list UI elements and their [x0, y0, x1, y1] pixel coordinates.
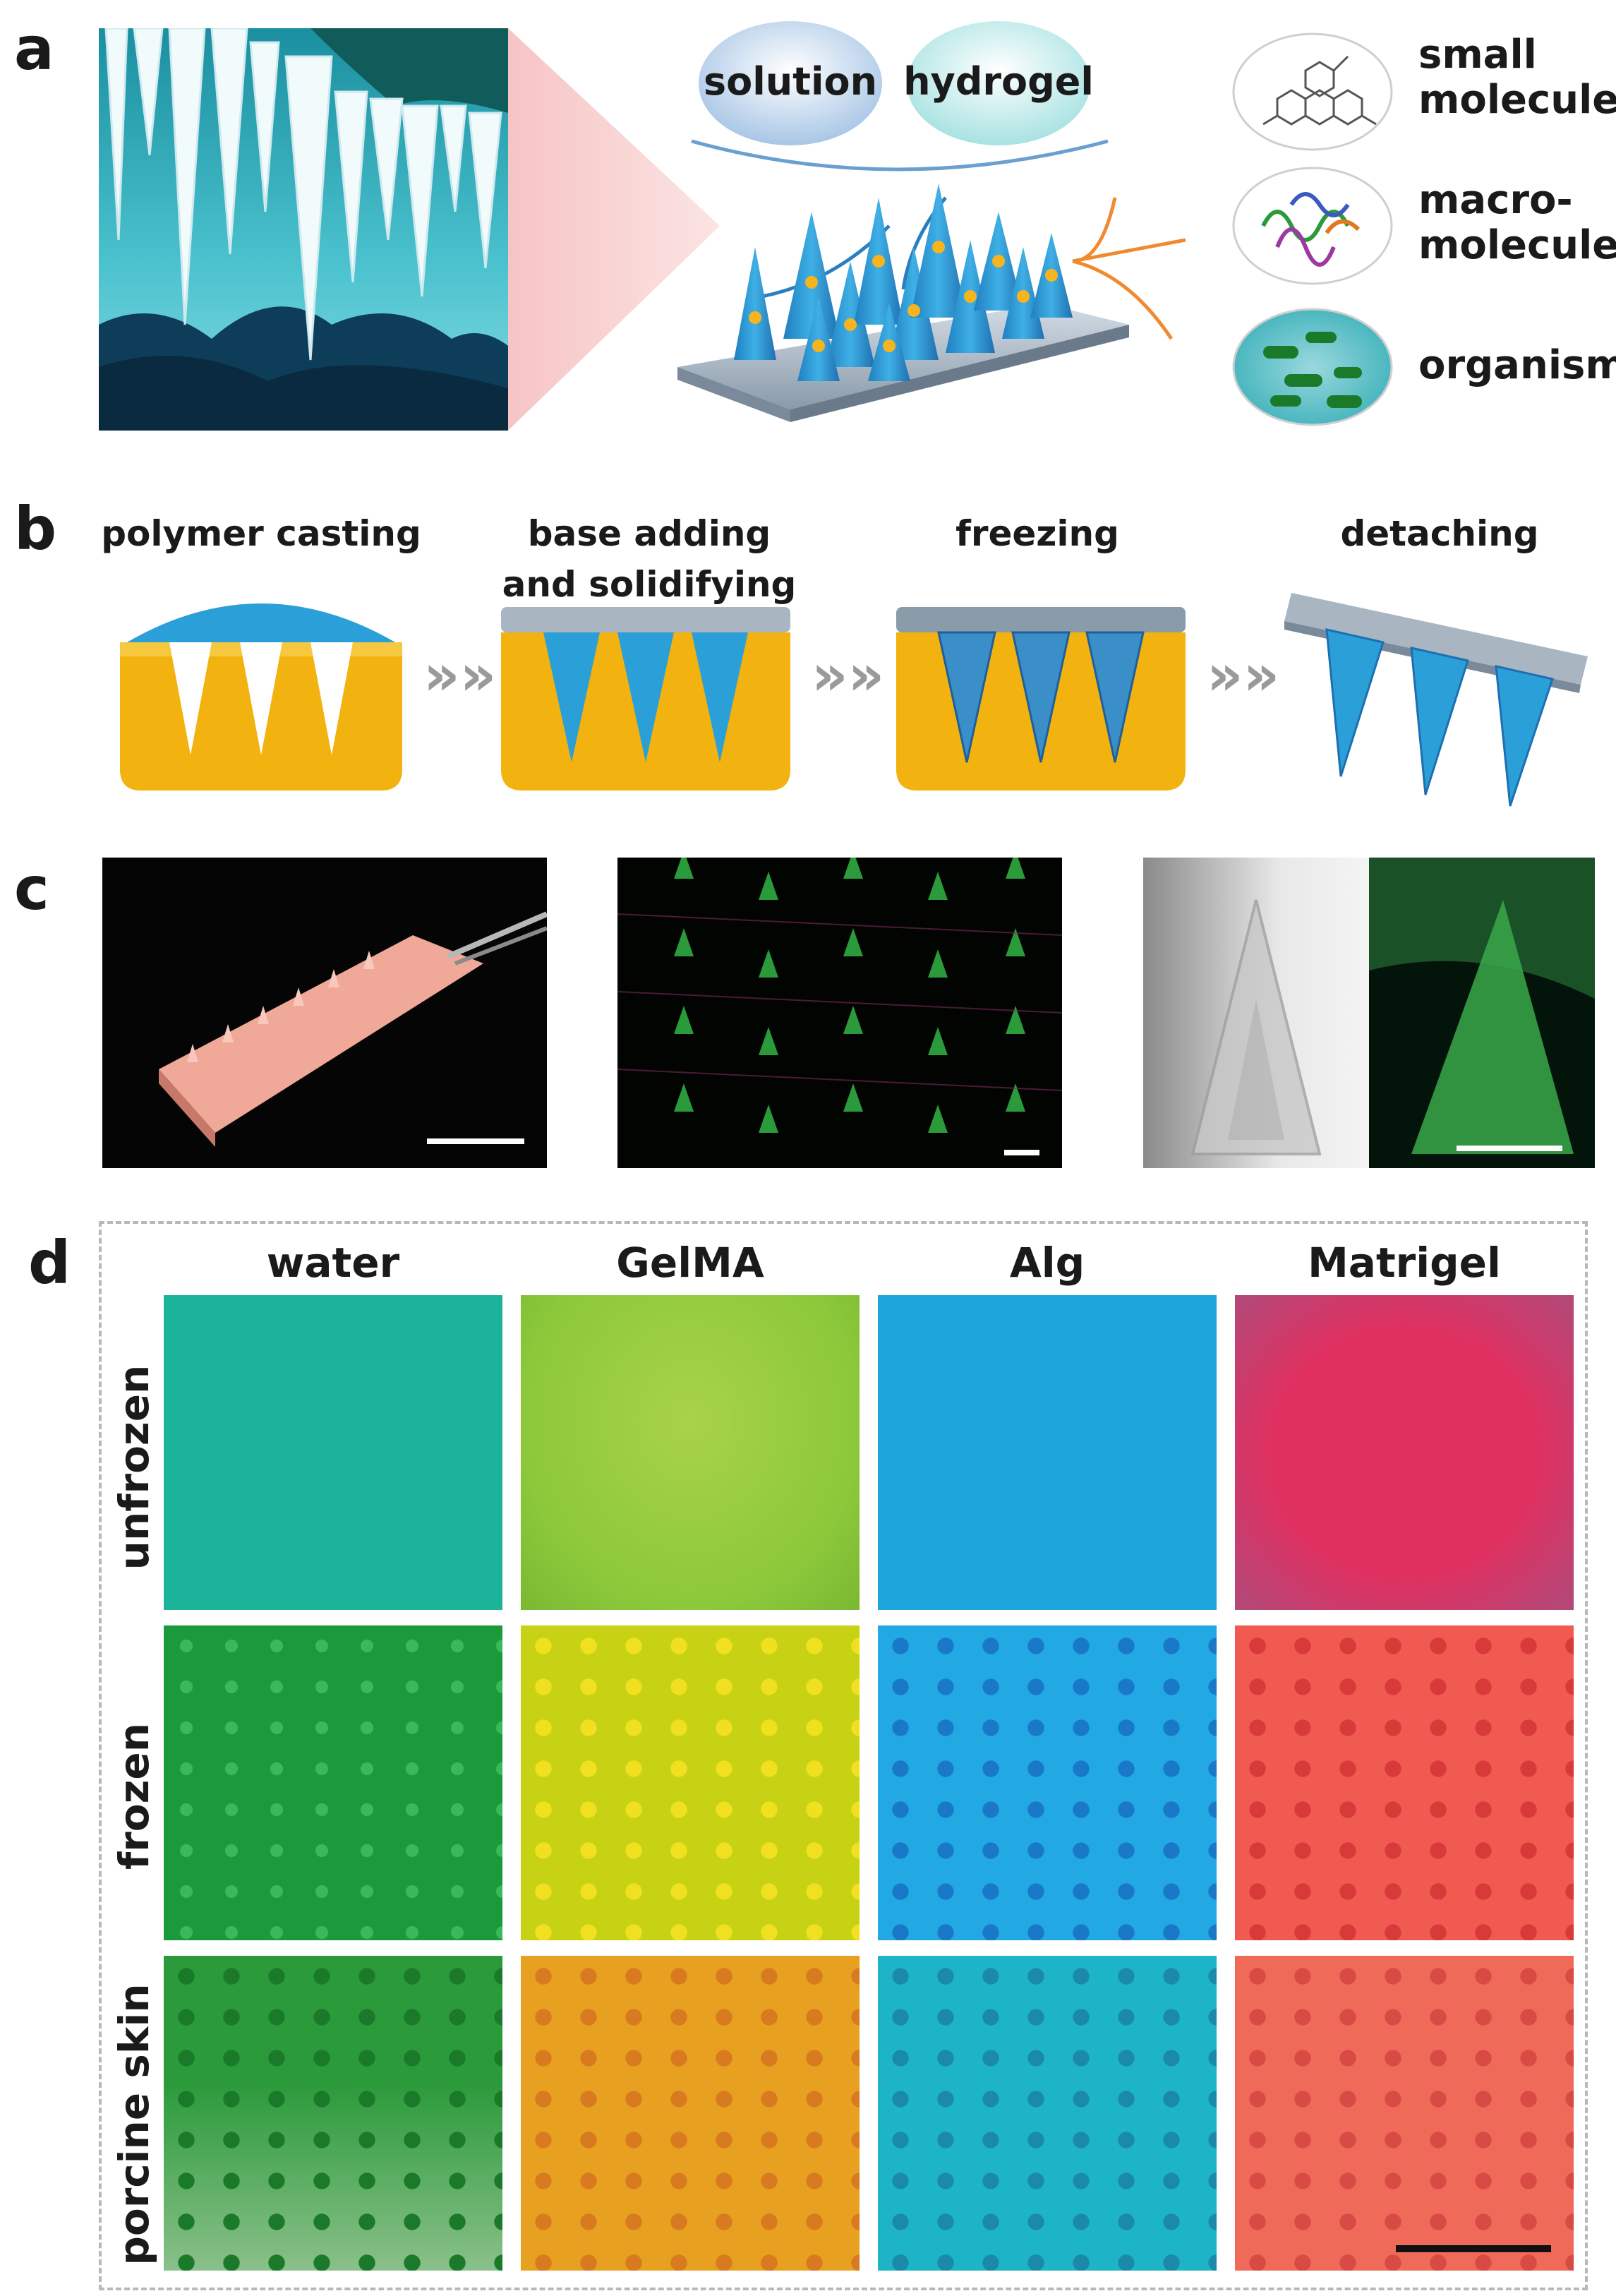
step-arrow-1: »»: [423, 642, 497, 708]
tile-gelma-frozen: [521, 1625, 860, 1940]
step-arrow-2: »»: [812, 642, 885, 708]
tile-matrigel-skin: [1235, 1956, 1574, 2271]
tile-gelma-skin: [521, 1956, 860, 2271]
column-header-alg: Alg: [1009, 1239, 1085, 1287]
tile-alg-frozen: [878, 1625, 1217, 1940]
organism-icon: [1232, 308, 1393, 426]
row-header-frozen: frozen: [110, 1722, 158, 1870]
scale-bar-c3: [1457, 1146, 1562, 1151]
mold-base-adding: [501, 607, 790, 791]
scale-bar-c1: [427, 1138, 524, 1144]
row-header-unfrozen: unfrozen: [110, 1364, 158, 1570]
photo-fluorescence-array: [617, 858, 1062, 1168]
tile-water-frozen: [164, 1625, 502, 1940]
tile-matrigel-unfrozen: [1235, 1295, 1574, 1610]
label-macromolecule-2: molecule: [1418, 222, 1616, 268]
scale-bar-c2: [1004, 1150, 1039, 1155]
tile-alg-skin: [878, 1956, 1217, 2271]
panel-letter-b: b: [14, 494, 57, 563]
macromolecule-icon: [1232, 167, 1393, 285]
tile-water-unfrozen: [164, 1295, 502, 1610]
step-label-1: polymer casting: [101, 513, 421, 554]
photo-single-needle-fluor: [1369, 858, 1595, 1168]
mold-casting: [120, 603, 402, 791]
zoom-wedge: [508, 28, 720, 431]
tile-gelma-unfrozen: [521, 1295, 860, 1610]
panel-d-frame: [99, 1221, 1588, 2290]
panel-letter-c: c: [14, 854, 49, 923]
small-molecule-icon: [1232, 32, 1393, 151]
step-label-3: freezing: [955, 513, 1119, 554]
tile-matrigel-frozen: [1235, 1625, 1574, 1940]
label-hydrogel: hydrogel: [903, 59, 1094, 104]
label-solution: solution: [703, 59, 878, 104]
panel-letter-a: a: [14, 14, 54, 83]
label-macromolecule-1: macro-: [1418, 177, 1573, 223]
photo-single-needle-bright: [1143, 858, 1369, 1168]
icicle-illustration: [99, 28, 508, 431]
microneedle-patch: [677, 184, 1186, 422]
label-organism: organism: [1418, 342, 1616, 388]
panel-letter-d: d: [28, 1228, 71, 1297]
column-header-matrigel: Matrigel: [1308, 1239, 1501, 1287]
tile-water-skin: [164, 1956, 502, 2271]
step-label-4: detaching: [1340, 513, 1539, 554]
label-small-molecule-2: molecule: [1418, 77, 1616, 123]
label-small-molecule-1: small: [1418, 32, 1537, 78]
step-arrow-3: »»: [1207, 642, 1280, 708]
detached-patch: [1284, 593, 1588, 807]
scale-bar-d: [1396, 2245, 1551, 2252]
mold-freezing: [896, 607, 1186, 791]
row-header-porcine-skin: porcine skin: [110, 1983, 158, 2266]
tile-alg-unfrozen: [878, 1295, 1217, 1610]
photo-patch-tweezers: [102, 858, 547, 1168]
bubbles-graphic: [691, 21, 1109, 172]
column-header-gelma: GelMA: [616, 1239, 764, 1287]
column-header-water: water: [266, 1239, 400, 1287]
